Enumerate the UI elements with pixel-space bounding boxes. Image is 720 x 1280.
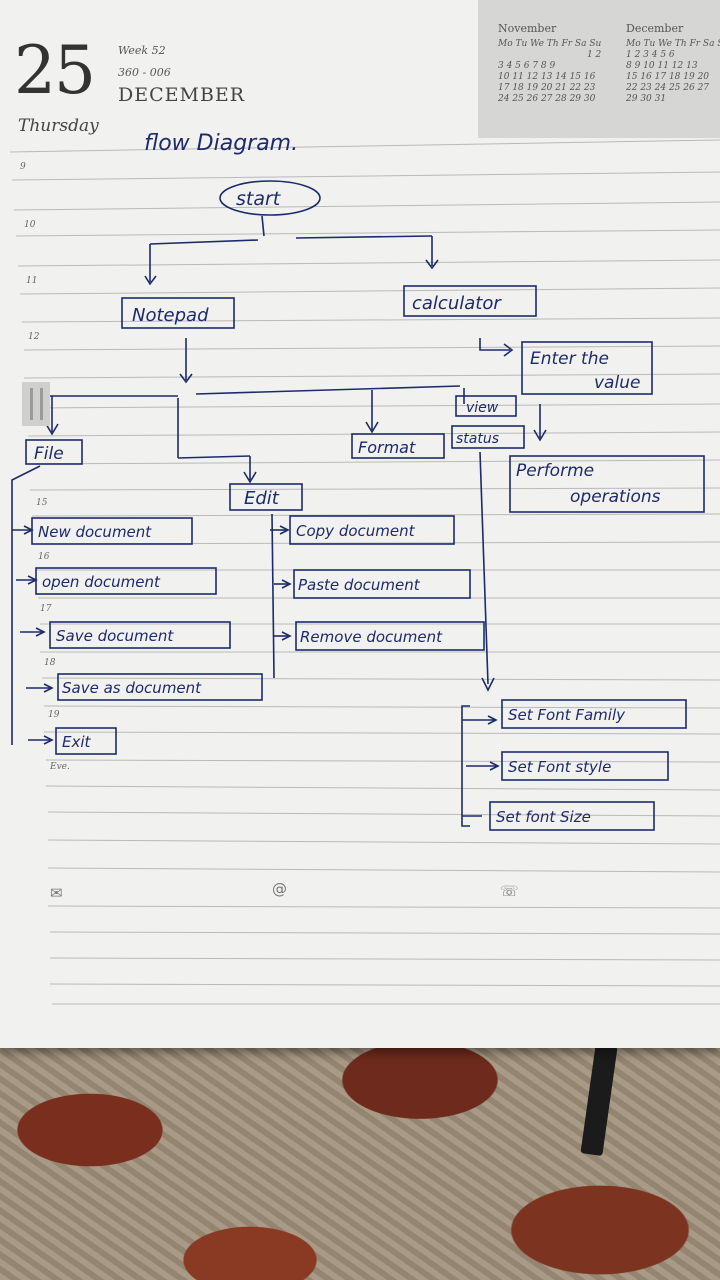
hour-label: 17 [40,604,52,614]
file-item-save: Save document [56,627,174,645]
hour-label: 16 [38,552,50,562]
format-item-node [501,699,687,729]
hour-label: 12 [28,332,40,342]
calendar-row: 1 2 [586,50,602,60]
calendar-row: 24 25 26 27 28 29 30 [498,94,596,104]
calendar-row: 8 9 10 11 12 13 [626,61,698,71]
status-node [451,425,525,449]
day-code-label: 360 - 006 [118,66,171,79]
file-item-new: New document [38,523,152,541]
calendar-days-header: Mo Tu We Th Fr Sa Su [626,39,720,49]
calendar-row: 1 2 3 4 5 6 [626,50,675,60]
date-number: 25 [14,32,96,109]
format-item-font-family: Set Font Family [508,706,626,724]
notepad-label: Notepad [132,305,209,326]
enter-value-label-line1: Enter the [530,349,609,369]
calendar-row: 3 4 5 6 7 8 9 [498,61,556,71]
hour-label: 19 [48,710,60,720]
mini-calendar-panel [478,0,720,138]
hour-label: 15 [36,498,48,508]
edit-item-node [289,515,455,545]
diary-page: 25 Thursday Week 52 360 - 006 DECEMBER N… [0,0,720,1048]
format-item-font-style: Set Font style [508,758,611,776]
mini-calendar-november: November Mo Tu We Th Fr Sa Su 1 2 3 4 5 … [498,22,601,105]
calendar-row: 29 30 31 [626,94,667,104]
file-item-node [57,673,263,701]
file-item-node [49,621,231,649]
mini-calendar-december: December Mo Tu We Th Fr Sa Su 1 2 3 4 5 … [626,22,720,105]
hour-label: 9 [20,162,26,172]
weekday-label: Thursday [18,116,99,136]
week-label: Week 52 [118,44,166,57]
calendar-row: 17 18 19 20 21 22 23 [498,83,596,93]
file-item-exit: Exit [62,733,92,751]
file-item-node [55,727,117,755]
hour-label: 11 [26,276,38,286]
diagram-title: flow Diagram. [144,131,298,156]
edit-item-copy: Copy document [296,522,416,540]
telephone-icon: ☏ [500,882,519,900]
edit-item-node [295,621,485,651]
view-node [455,395,517,417]
flow-diagram: flow Diagram. start Notepad calculator E… [9,131,720,1005]
at-sign-icon: @ [272,880,287,898]
format-item-node [489,801,655,831]
meal-icon [22,382,50,426]
hour-label: 18 [44,658,56,668]
perform-operations-node [509,455,705,513]
envelope-icon: ✉ [50,884,63,902]
ruled-lines [9,139,720,1005]
file-item-node [35,567,217,595]
hour-label: Eve. [50,762,70,772]
perform-label-line1: Performe [516,461,594,481]
enter-value-node [521,341,653,395]
edit-node [229,483,303,511]
edit-item-node [293,569,471,599]
file-node [25,439,83,465]
edit-item-remove: Remove document [300,628,443,646]
calendar-title: December [626,22,684,35]
format-node [351,433,445,459]
format-item-font-size: Set font Size [496,808,591,826]
connector-lines [11,215,547,827]
file-item-open: open document [42,573,161,591]
start-label: start [236,188,282,210]
perform-label-line2: operations [570,487,661,507]
calendar-row: 15 16 17 18 19 20 [626,72,710,82]
calendar-title: November [498,22,557,35]
status-label: status [456,431,499,447]
hour-label: 10 [24,220,36,230]
calendar-days-header: Mo Tu We Th Fr Sa Su [498,39,602,49]
file-item-save-as: Save as document [62,679,202,697]
notepad-node [121,297,235,329]
format-item-node [501,751,669,781]
edit-label: Edit [244,488,280,509]
view-label: view [466,400,499,416]
start-node [219,180,321,216]
calendar-row: 22 23 24 25 26 27 [626,83,710,93]
edit-item-paste: Paste document [298,576,421,594]
month-label: DECEMBER [118,84,246,106]
calculator-label: calculator [412,293,502,314]
calculator-node [403,285,537,317]
enter-value-label-line2: value [594,373,640,393]
calendar-row: 10 11 12 13 14 15 16 [498,72,596,82]
format-label: Format [358,438,416,457]
file-label: File [34,444,64,464]
file-item-node [31,517,193,545]
flow-boxes [25,180,705,831]
